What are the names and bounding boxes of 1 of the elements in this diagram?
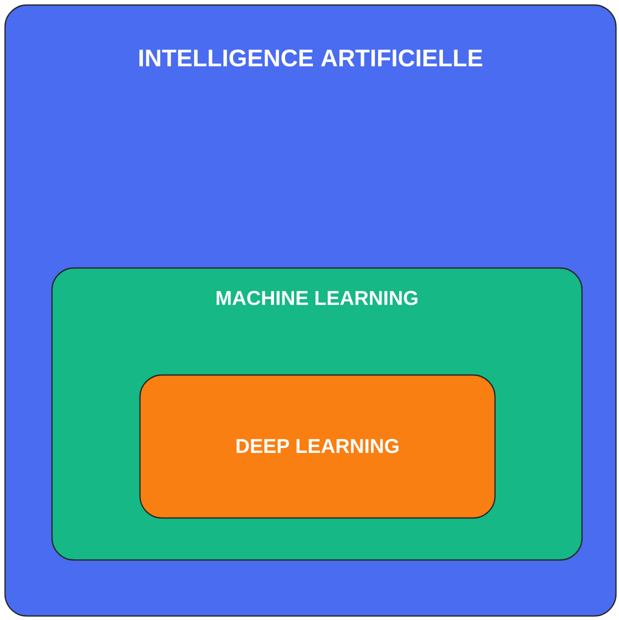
nested-box: DEEP LEARNING [139,374,496,519]
